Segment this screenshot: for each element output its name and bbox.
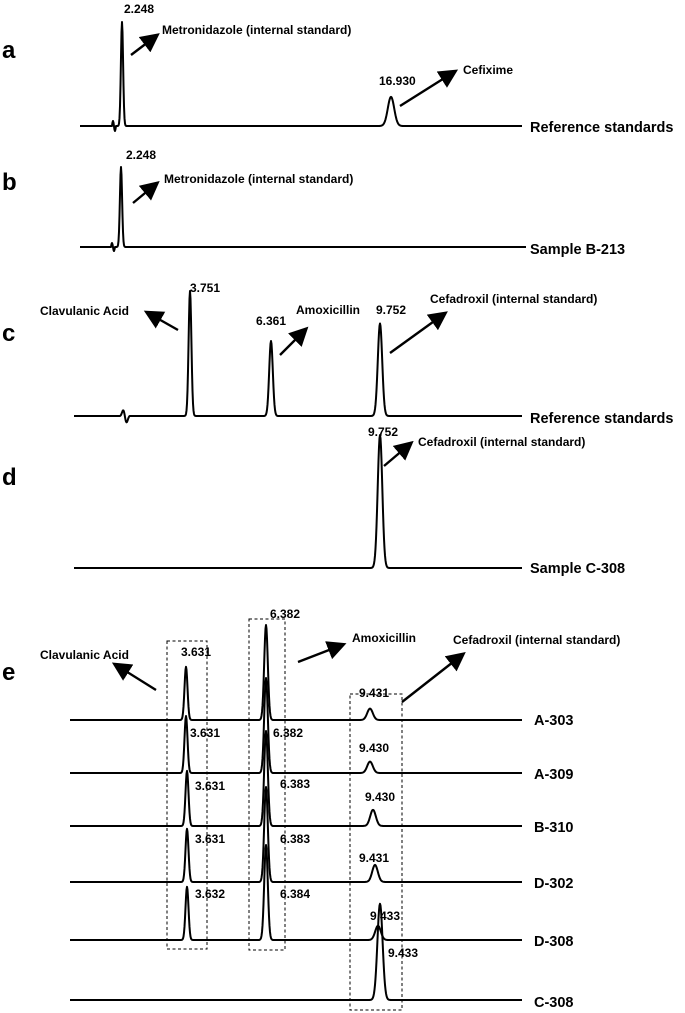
peak-label-e-d308-1: 3.632	[195, 887, 225, 901]
arrow-clavulanic-e	[111, 662, 157, 692]
arrow-amoxicillin-c	[279, 326, 309, 356]
trace-reference-standards-c	[73, 290, 523, 424]
arrow-metronidazole-a	[130, 33, 160, 56]
annotation-cefixime: Cefixime	[463, 63, 513, 77]
trace-label-a: Reference standards	[530, 120, 673, 136]
annotation-cefadroxil-c: Cefadroxil (internal standard)	[430, 292, 597, 306]
peak-label-a-cefixime: 16.930	[379, 74, 416, 88]
annotation-clavulanic-c: Clavulanic Acid	[40, 304, 129, 318]
trace-label-d-302: D-302	[534, 876, 574, 892]
trace-sample-b-213	[79, 166, 527, 252]
trace-d-308	[69, 844, 523, 941]
peak-label-e-b310-2: 6.383	[280, 777, 310, 791]
peak-label-e-a309-1: 3.631	[190, 726, 220, 740]
trace-c-308	[69, 902, 523, 1001]
peak-label-e-d302-2: 6.383	[280, 832, 310, 846]
peak-label-c-clavulanic: 3.751	[190, 281, 220, 295]
panel-letter-d: d	[2, 464, 17, 491]
peak-label-e-a309-3: 9.430	[359, 741, 389, 755]
dashed-box-cefadroxil	[349, 693, 403, 1011]
dashed-box-amoxicillin	[248, 618, 286, 951]
peak-label-e-a303-2: 6.382	[270, 607, 300, 621]
trace-label-c-308: C-308	[534, 995, 574, 1011]
arrow-cefadroxil-d	[383, 440, 414, 467]
trace-label-b: Sample B-213	[530, 242, 625, 258]
peak-label-e-d308-2: 6.384	[280, 887, 310, 901]
peak-label-e-c308-1: 9.433	[388, 946, 418, 960]
peak-label-e-a309-2: 6.382	[273, 726, 303, 740]
arrow-cefixime	[399, 69, 459, 108]
panel-letter-a: a	[2, 37, 16, 64]
peak-label-c-cefadroxil: 9.752	[376, 303, 406, 317]
peak-label-d-cefadroxil: 9.752	[368, 425, 398, 439]
arrow-amoxicillin-e	[297, 641, 347, 664]
peak-label-e-b310-1: 3.631	[195, 779, 225, 793]
annotation-amoxicillin-c: Amoxicillin	[296, 303, 360, 317]
trace-label-a-303: A-303	[534, 713, 574, 729]
peak-label-a-metronidazole: 2.248	[124, 2, 154, 16]
peak-label-e-b310-3: 9.430	[365, 790, 395, 804]
annotation-cefadroxil-d: Cefadroxil (internal standard)	[418, 435, 585, 449]
dashed-box-clavulanic	[166, 640, 208, 950]
arrow-cefadroxil-e	[401, 652, 466, 703]
peak-label-c-amoxicillin: 6.361	[256, 314, 286, 328]
panel-letter-b: b	[2, 169, 17, 196]
trace-reference-standards-a	[79, 21, 523, 132]
trace-sample-c-308	[73, 434, 523, 569]
trace-label-c: Reference standards	[530, 411, 673, 427]
annotation-cefadroxil-e: Cefadroxil (internal standard)	[453, 633, 620, 647]
annotation-metronidazole-a: Metronidazole (internal standard)	[162, 23, 351, 37]
panel-letter-e: e	[2, 659, 15, 686]
peak-label-b-metronidazole: 2.248	[126, 148, 156, 162]
trace-b-310	[69, 730, 523, 827]
peak-label-e-d302-1: 3.631	[195, 832, 225, 846]
trace-label-a-309: A-309	[534, 767, 574, 783]
peak-label-e-a303-1: 3.631	[181, 645, 211, 659]
panel-letter-c: c	[2, 320, 15, 347]
trace-a-303	[69, 624, 523, 721]
trace-a-309	[69, 677, 523, 774]
annotation-metronidazole-b: Metronidazole (internal standard)	[164, 172, 353, 186]
trace-label-d-308: D-308	[534, 934, 574, 950]
arrow-cefadroxil-c	[389, 311, 448, 354]
trace-label-d: Sample C-308	[530, 561, 625, 577]
arrow-metronidazole-b	[132, 180, 160, 204]
peak-label-e-a303-3: 9.431	[359, 686, 389, 700]
peak-label-e-d308-3: 9.433	[370, 909, 400, 923]
trace-d-302	[69, 786, 523, 883]
trace-label-b-310: B-310	[534, 820, 574, 836]
annotation-clavulanic-e: Clavulanic Acid	[40, 648, 129, 662]
annotation-amoxicillin-e: Amoxicillin	[352, 631, 416, 645]
arrow-clavulanic-c	[143, 310, 179, 332]
peak-label-e-d302-3: 9.431	[359, 851, 389, 865]
